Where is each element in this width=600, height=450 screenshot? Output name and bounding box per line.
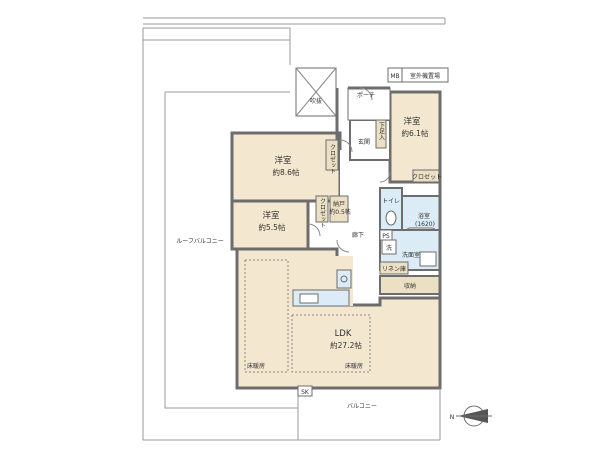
closet-b — [315, 195, 329, 223]
sk-box — [297, 385, 313, 397]
label-north: N — [450, 414, 455, 421]
label-ps: PS — [382, 233, 390, 240]
label-storage: 収納 — [404, 282, 416, 290]
label-bath: 浴室 — [418, 212, 430, 220]
stove-burner — [340, 275, 348, 283]
label-balcony: バルコニー — [347, 403, 377, 410]
label-toilet: トイレ — [382, 198, 400, 205]
doors — [307, 87, 391, 253]
label-hallway: 廊下 — [352, 231, 364, 239]
label-western2-name: 洋室 — [274, 155, 292, 166]
linen-box — [379, 261, 409, 275]
label-washroom: 洗面室 — [402, 251, 420, 259]
label-entrance: 玄関 — [358, 138, 370, 146]
label-western2-size: 約8.6帖 — [273, 167, 300, 177]
balcony-outline — [297, 390, 441, 441]
label-closet-a: クロゼット — [329, 144, 336, 174]
top-railing — [143, 17, 446, 25]
label-floor-heat-right: 床暖房 — [345, 362, 363, 370]
storage-room — [329, 195, 349, 223]
label-storage-door: 納戸 — [333, 200, 345, 208]
basin — [419, 251, 437, 267]
kitchen-stove — [336, 269, 352, 289]
label-roof-balcony: ルーフバルコニー — [176, 238, 224, 245]
roof-balcony-outline — [142, 27, 298, 441]
closet-a — [325, 139, 339, 171]
kitchen-sink — [299, 293, 319, 304]
label-fukinuke: 吹抜 — [310, 97, 322, 105]
floor-heating-zones — [244, 259, 371, 373]
label-closet-c: クロゼット — [412, 173, 442, 181]
label-outdoor-unit: 室外機置場 — [410, 72, 440, 80]
label-ldk-size: 約27.2帖 — [330, 340, 362, 350]
label-washer: 洗 — [386, 244, 392, 252]
label-western3-name: 洋室 — [262, 210, 280, 221]
label-porch: ポーチ — [357, 91, 375, 99]
toilet-bowl — [385, 210, 397, 226]
label-storage-door-size: 約0.5帖 — [329, 208, 351, 216]
label-floor-heat-left: 床暖房 — [247, 362, 265, 370]
label-western1-name: 洋室 — [403, 116, 421, 127]
porch-area — [347, 87, 391, 121]
room-western-5-5 — [230, 199, 310, 251]
room-western-8-6 — [230, 131, 342, 203]
outdoor-unit-area — [401, 67, 449, 83]
label-closet-b: クロゼット — [319, 198, 326, 228]
label-mb: MB — [390, 73, 399, 80]
label-linen: リネン庫 — [382, 265, 406, 273]
label-western1-size: 約6.1帖 — [402, 128, 429, 138]
walls — [237, 86, 442, 390]
washer-box — [381, 239, 397, 255]
label-ldk-name: LDK — [335, 329, 352, 339]
compass — [456, 405, 492, 427]
fukinuke-cross — [295, 67, 337, 117]
label-western3-size: 約5.5帖 — [259, 222, 286, 232]
label-bath-size: (1620) — [415, 221, 435, 228]
room-western-6-1 — [388, 90, 442, 184]
label-shoe-box: 下足入 — [378, 122, 385, 140]
label-sk: SK — [301, 389, 310, 396]
